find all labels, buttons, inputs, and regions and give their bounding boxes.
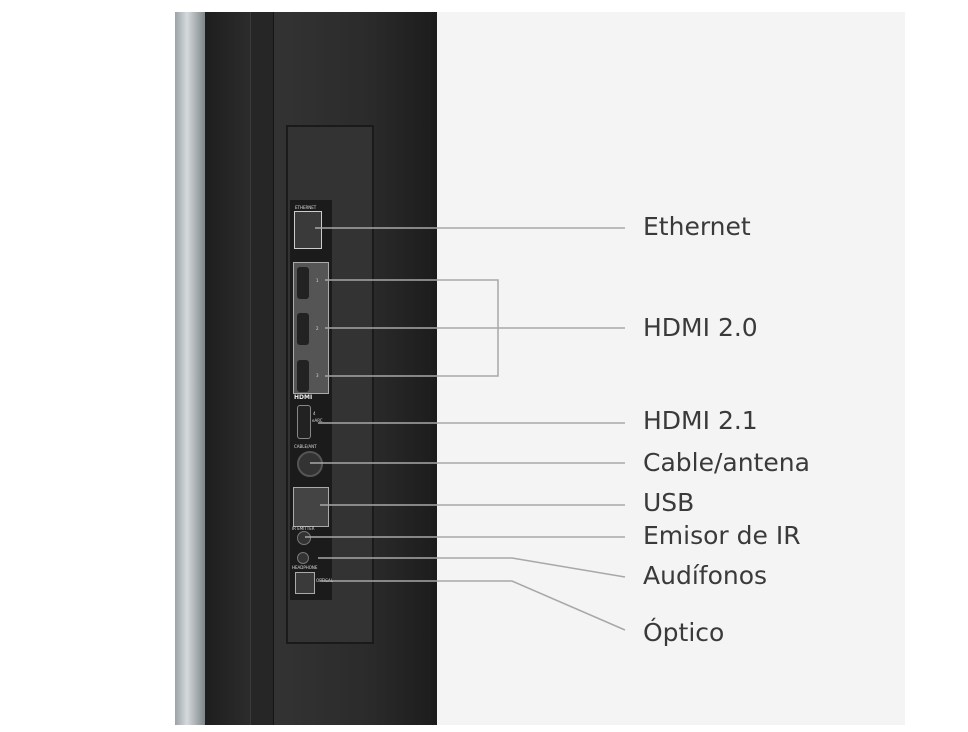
headphones-label: Audífonos xyxy=(643,561,768,590)
hdmi-port-3 xyxy=(297,360,309,392)
hdmi-3-number: 3 xyxy=(316,373,319,378)
ethernet-port xyxy=(294,211,322,249)
hdmi-port-1 xyxy=(297,267,309,299)
hdmi-port-4 xyxy=(297,405,311,439)
headphone-jack xyxy=(297,552,309,564)
hdmi-port-2 xyxy=(297,313,309,345)
cable-port-label: CABLE/ANT xyxy=(294,444,317,449)
optical-label: Óptico xyxy=(643,618,725,647)
hdmi-logo: HDMI xyxy=(294,394,313,401)
hdmi-4-number: 4 xyxy=(313,411,316,416)
hdmi21-label: HDMI 2.1 xyxy=(643,406,758,435)
ir-emitter-label: Emisor de IR xyxy=(643,521,801,550)
tv-bezel-silver xyxy=(175,12,205,725)
cable-label: Cable/antena xyxy=(643,448,810,477)
ethernet-label: Ethernet xyxy=(643,212,751,241)
optical-port xyxy=(295,572,315,594)
headphone-port-label: HEADPHONE xyxy=(292,565,318,570)
usb-label: USB xyxy=(643,488,695,517)
headphones-callout-line xyxy=(318,557,626,578)
ir-port-label: IR EMITTER xyxy=(292,526,315,531)
ethernet-port-label: ETHERNET xyxy=(295,205,317,210)
usb-port xyxy=(293,487,329,527)
optical-callout-line xyxy=(320,580,626,631)
coax-port xyxy=(297,451,323,477)
hdmi-1-number: 1 xyxy=(316,278,319,283)
ir-jack xyxy=(297,531,311,545)
earc-label: eARC xyxy=(312,418,323,423)
hdmi-2-number: 2 xyxy=(316,326,319,331)
tv-back-ridge xyxy=(250,12,274,725)
hdmi20-label: HDMI 2.0 xyxy=(643,313,758,342)
